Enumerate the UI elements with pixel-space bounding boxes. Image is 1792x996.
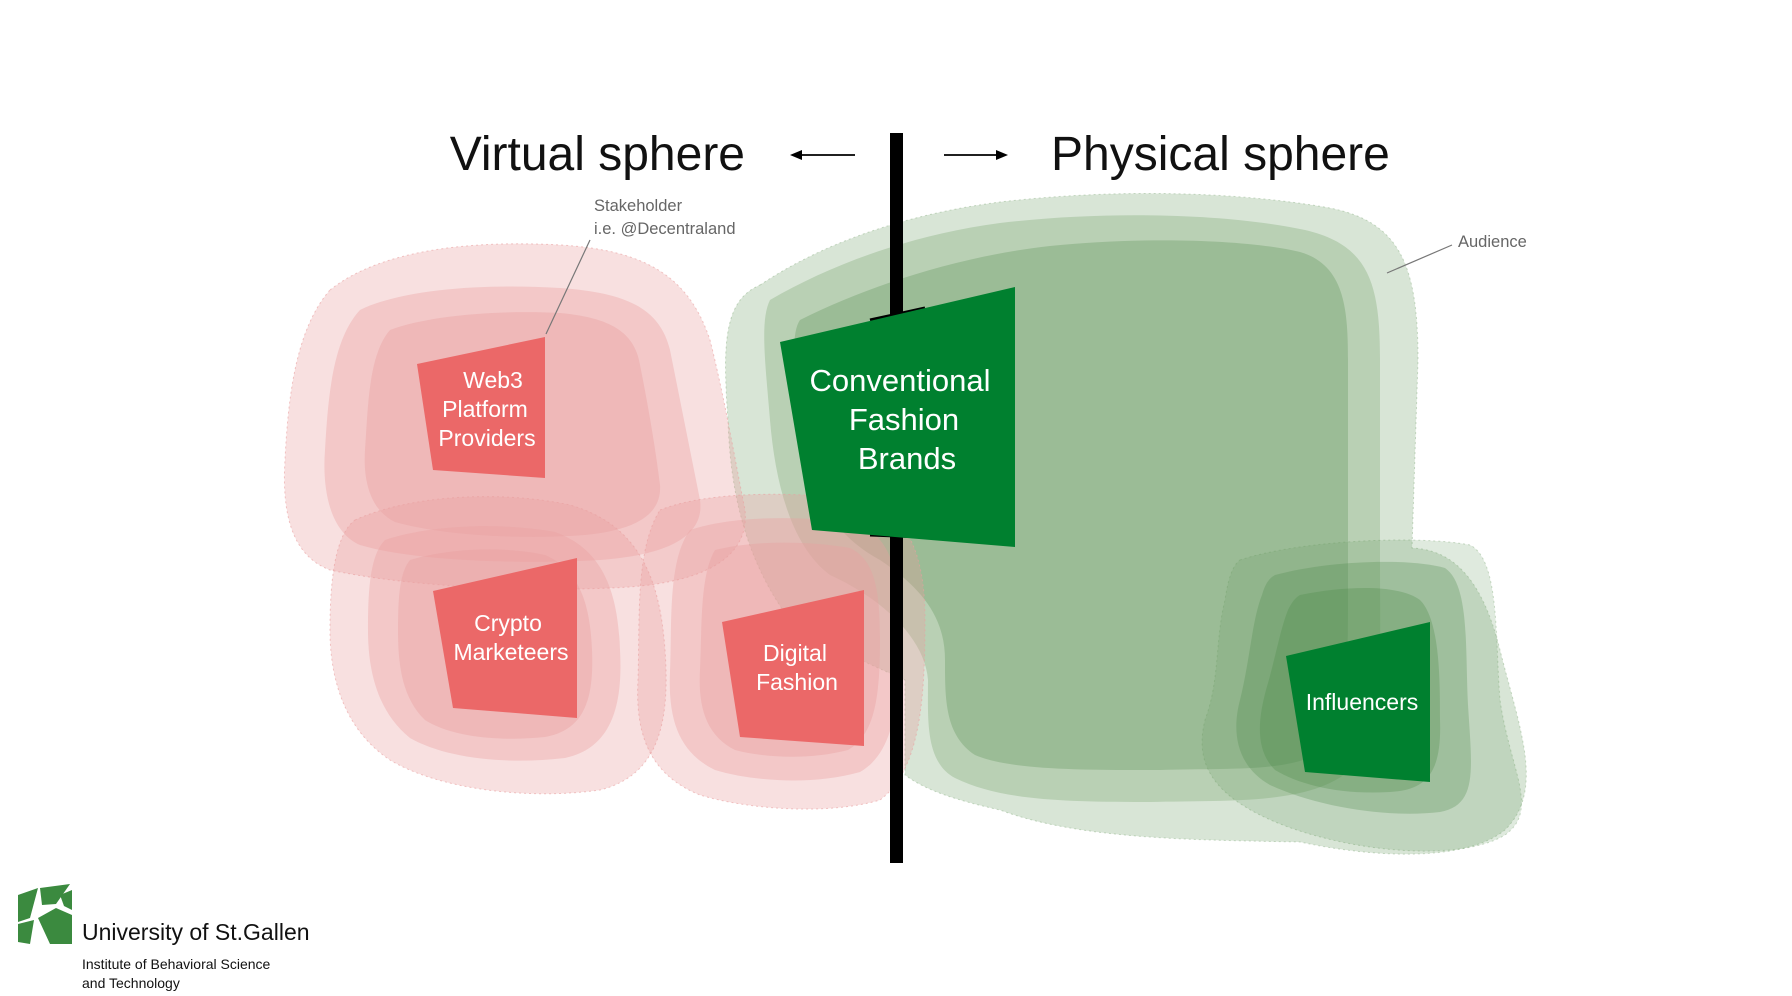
institute-line1: Institute of Behavioral Science bbox=[82, 956, 271, 972]
crypto-label: Crypto Marketeers bbox=[453, 610, 568, 665]
digital-label-line2: Fashion bbox=[756, 669, 838, 695]
institute-line2: and Technology bbox=[82, 975, 180, 991]
physical-sphere-title: Physical sphere bbox=[1051, 128, 1390, 181]
web3-platform-providers-shape bbox=[417, 337, 545, 478]
conventional-fashion-brands-shape bbox=[780, 287, 1015, 547]
stakeholder-label: Stakeholder bbox=[594, 197, 683, 215]
university-logo: University of St.Gallen Institute of Beh… bbox=[18, 884, 310, 991]
digital-fashion-shape bbox=[722, 590, 864, 746]
audience-annotation: Audience bbox=[1386, 233, 1527, 274]
influencers-label: Influencers bbox=[1306, 689, 1419, 715]
stakeholder-annotation: Stakeholder i.e. @Decentraland bbox=[545, 197, 736, 335]
crypto-marketeers-shape bbox=[433, 558, 577, 718]
web3-label: Web3 Platform Providers bbox=[438, 367, 535, 451]
right-arrow-icon bbox=[944, 150, 1008, 160]
influencers-shape bbox=[1286, 622, 1430, 782]
university-name: University of St.Gallen bbox=[82, 919, 310, 945]
web3-label-line2: Platform bbox=[442, 396, 528, 422]
brands-label-line2: Fashion bbox=[849, 402, 959, 437]
virtual-sphere-title: Virtual sphere bbox=[450, 128, 745, 181]
web3-label-line1: Web3 bbox=[463, 367, 523, 393]
crypto-label-line1: Crypto bbox=[474, 610, 542, 636]
digital-label: Digital Fashion bbox=[756, 640, 838, 695]
digital-label-line1: Digital bbox=[763, 640, 827, 666]
brands-label: Conventional Fashion Brands bbox=[810, 363, 991, 476]
web3-label-line3: Providers bbox=[438, 425, 535, 451]
conventional-fashion-brands-group bbox=[780, 287, 1015, 547]
crypto-label-line2: Marketeers bbox=[453, 639, 568, 665]
brands-label-line3: Brands bbox=[858, 441, 956, 476]
stakeholder-example: i.e. @Decentraland bbox=[594, 220, 736, 238]
hsg-logo-icon bbox=[18, 884, 72, 944]
left-arrow-icon bbox=[790, 150, 855, 160]
audience-label: Audience bbox=[1458, 233, 1527, 251]
brands-label-line1: Conventional bbox=[810, 363, 991, 398]
